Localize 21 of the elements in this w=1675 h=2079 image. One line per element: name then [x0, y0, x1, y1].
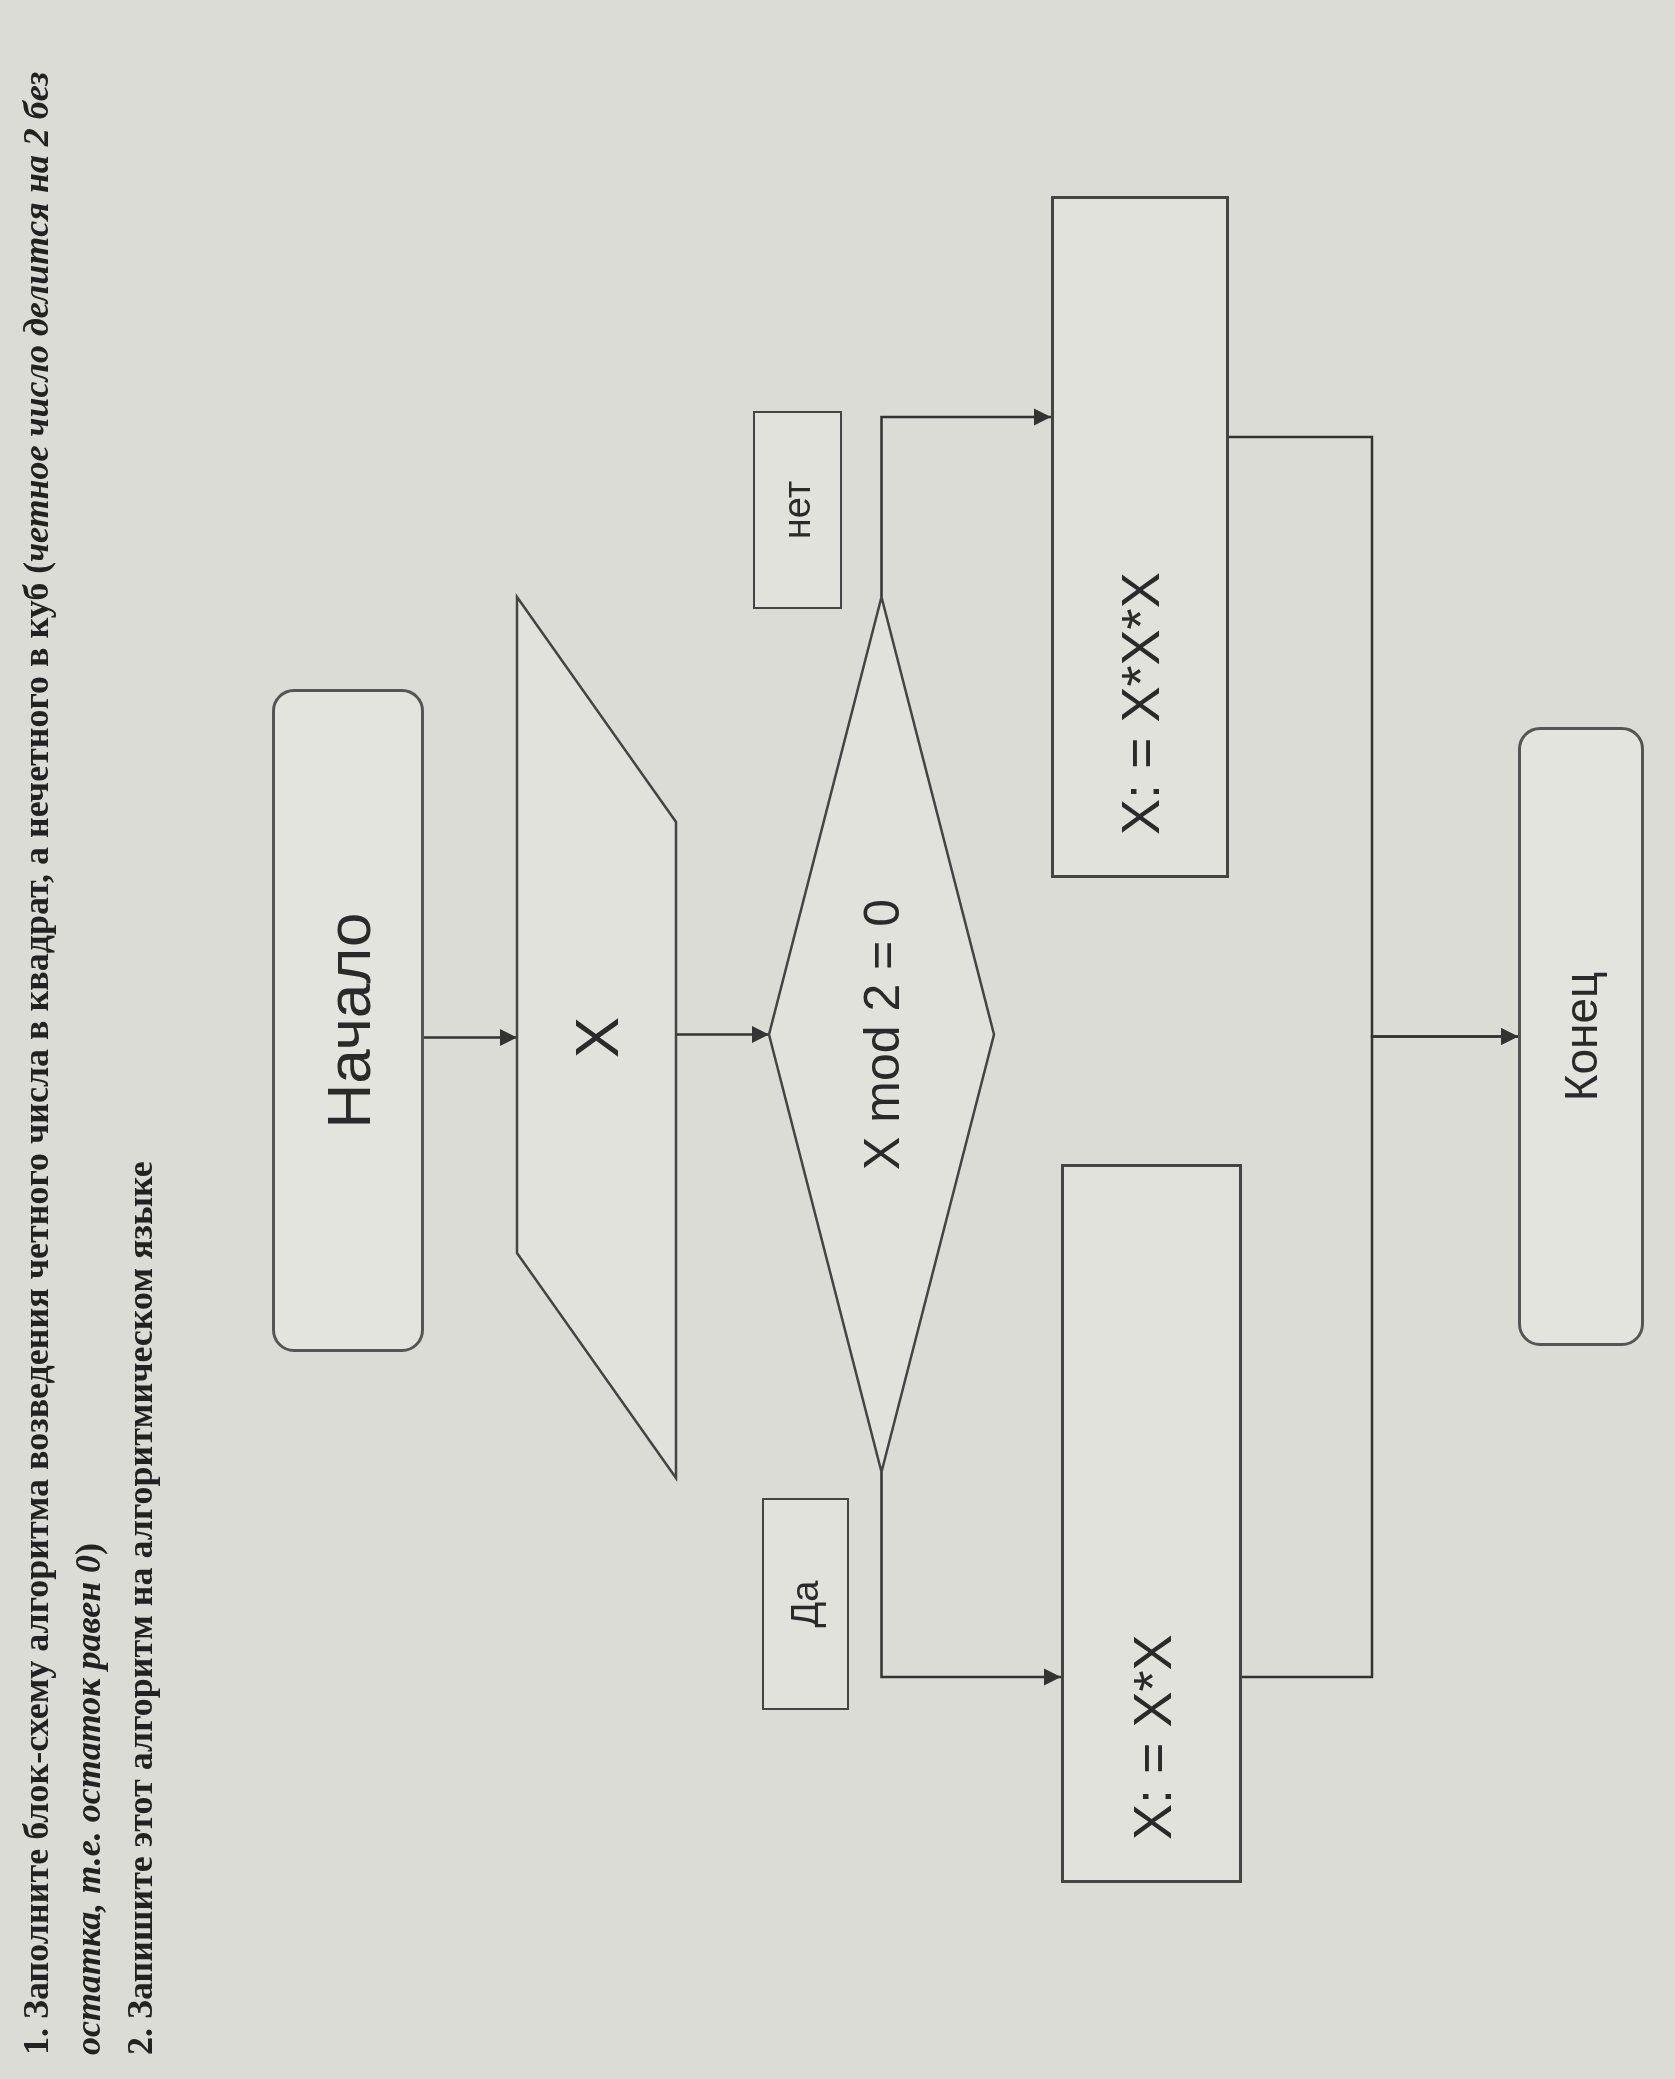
node-label: Да — [784, 1580, 827, 1628]
task-text: 2. Запишите этот алгоритм на алгоритмическом языке — [119, 1160, 161, 2055]
node-label: Конец — [1554, 971, 1608, 1102]
arrow — [676, 1025, 769, 1044]
branch-label-box — [753, 411, 842, 609]
node-label: X: = X*X*X — [1109, 572, 1171, 837]
node-label: X: = X*X — [1120, 1634, 1183, 1842]
node-label: X mod 2 = 0 — [852, 899, 911, 1170]
node-label: нет — [776, 480, 819, 540]
process-box — [1051, 196, 1229, 878]
terminal-box — [1518, 727, 1644, 1346]
branch-label-box — [762, 1498, 849, 1710]
node-label: X — [561, 1016, 632, 1059]
terminal-box — [272, 689, 424, 1352]
arrow — [880, 408, 1051, 597]
task-text: 1. Заполните блок-схему алгоритма возведения четного числа в квадрат, а нечетного в куб (четное число делится на 2 без остатка, т.е. остаток равен 0) — [15, 70, 109, 2055]
arrow — [424, 1028, 517, 1047]
process-box — [1061, 1164, 1242, 1883]
arrow — [880, 1472, 1061, 1686]
arrow — [1229, 435, 1518, 1046]
node-label: Начало — [312, 912, 384, 1129]
